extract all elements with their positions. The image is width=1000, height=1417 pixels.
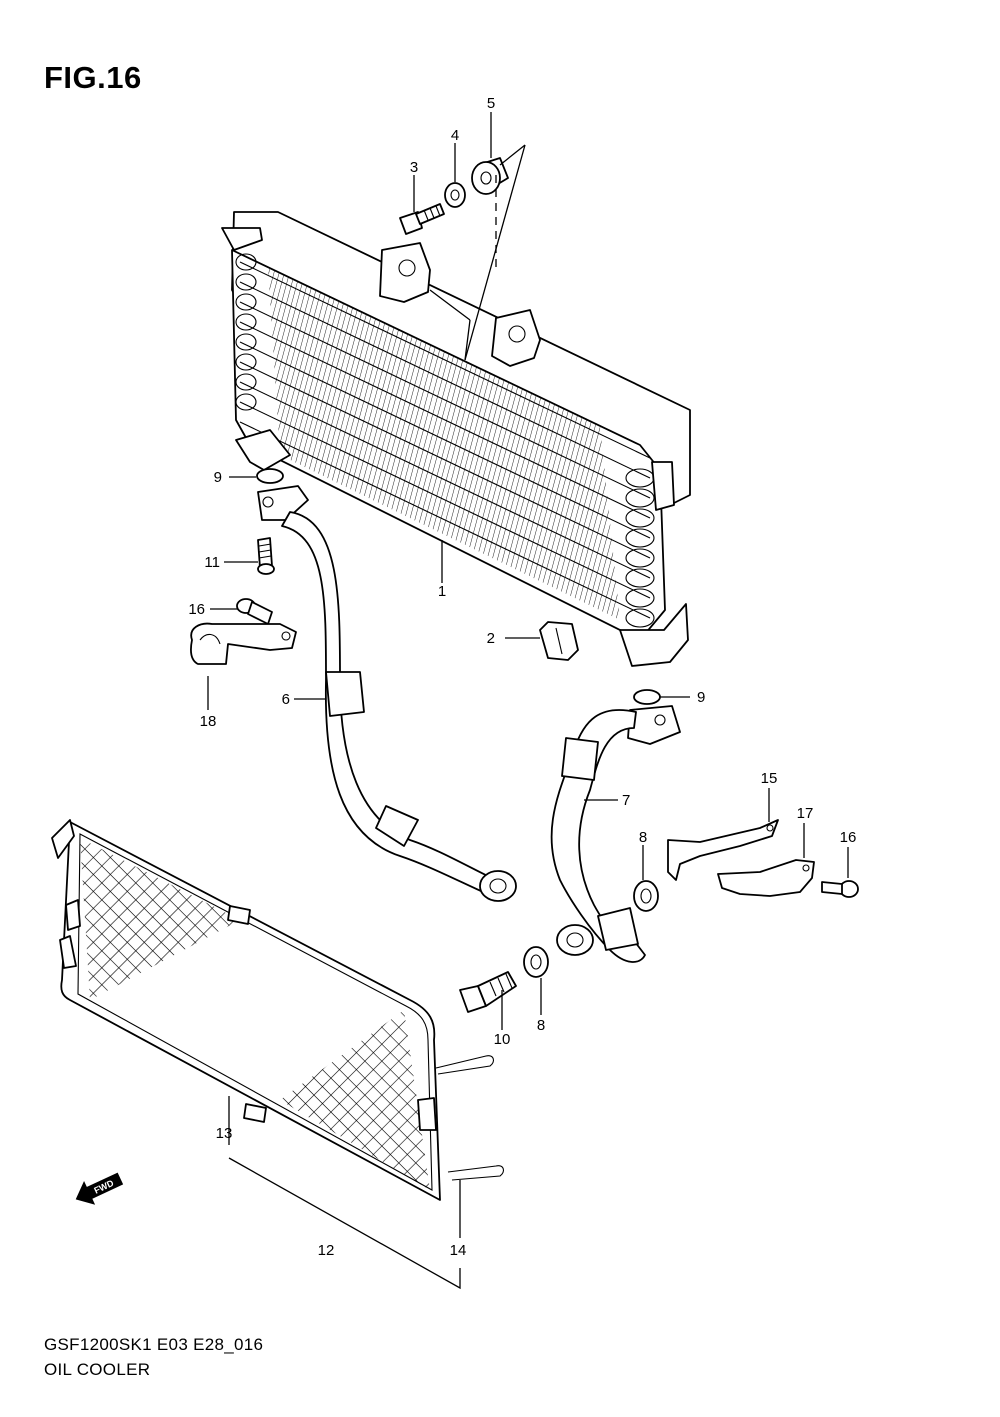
collar-4 — [444, 182, 466, 208]
leader-lines — [207, 112, 849, 1290]
bolt-11 — [257, 537, 275, 575]
callout-12: 12 — [318, 1242, 335, 1259]
bracket-17 — [717, 859, 815, 897]
callout-16-upper: 16 — [188, 601, 205, 618]
o-ring-9-upper — [256, 468, 284, 484]
bolt-3 — [399, 203, 445, 235]
callout-4: 4 — [451, 127, 459, 144]
callout-3: 3 — [410, 159, 418, 176]
callout-labels: 1 2 3 4 5 6 7 8 8 9 9 10 11 12 13 14 15 … — [188, 95, 856, 1259]
callout-17: 17 — [797, 805, 814, 822]
fwd-arrow-icon: FWD — [75, 1172, 124, 1205]
bolt-16-right — [821, 880, 859, 898]
callout-9-lower: 9 — [697, 689, 705, 706]
callout-7: 7 — [622, 792, 630, 809]
callout-14: 14 — [450, 1242, 467, 1259]
model-code: GSF1200SK1 E03 E28_016 — [44, 1335, 264, 1354]
callout-5: 5 — [487, 95, 495, 112]
radiator-guard-12 — [51, 819, 441, 1201]
oil-cooler-core — [221, 211, 691, 667]
callout-10: 10 — [494, 1031, 511, 1048]
bracket-15 — [667, 819, 779, 881]
oil-hose-6 — [257, 485, 517, 902]
bracket-18 — [190, 622, 297, 665]
diagram-name: OIL COOLER — [44, 1360, 151, 1379]
callout-18: 18 — [200, 713, 217, 730]
callout-6: 6 — [282, 691, 290, 708]
bolt-16-upper — [236, 598, 273, 625]
o-ring-9-lower — [633, 689, 661, 705]
callout-1: 1 — [438, 583, 446, 600]
washer-8-right — [633, 880, 659, 912]
wire-rod-14 — [435, 1055, 505, 1181]
cushion-5 — [471, 157, 509, 195]
callout-8-lower: 8 — [537, 1017, 545, 1034]
oil-hose-7 — [550, 705, 681, 963]
callout-9-upper: 9 — [214, 469, 222, 486]
callout-8-right: 8 — [639, 829, 647, 846]
leader-lines-top — [429, 144, 526, 361]
callout-16-right: 16 — [840, 829, 857, 846]
figure-title: FIG.16 — [44, 60, 142, 95]
washer-8-lower — [523, 946, 549, 978]
clip-2 — [539, 621, 579, 661]
callout-13: 13 — [216, 1125, 233, 1142]
union-bolt-10 — [459, 971, 517, 1013]
callout-2: 2 — [487, 630, 495, 647]
callout-11: 11 — [204, 554, 220, 571]
callout-15: 15 — [761, 770, 778, 787]
